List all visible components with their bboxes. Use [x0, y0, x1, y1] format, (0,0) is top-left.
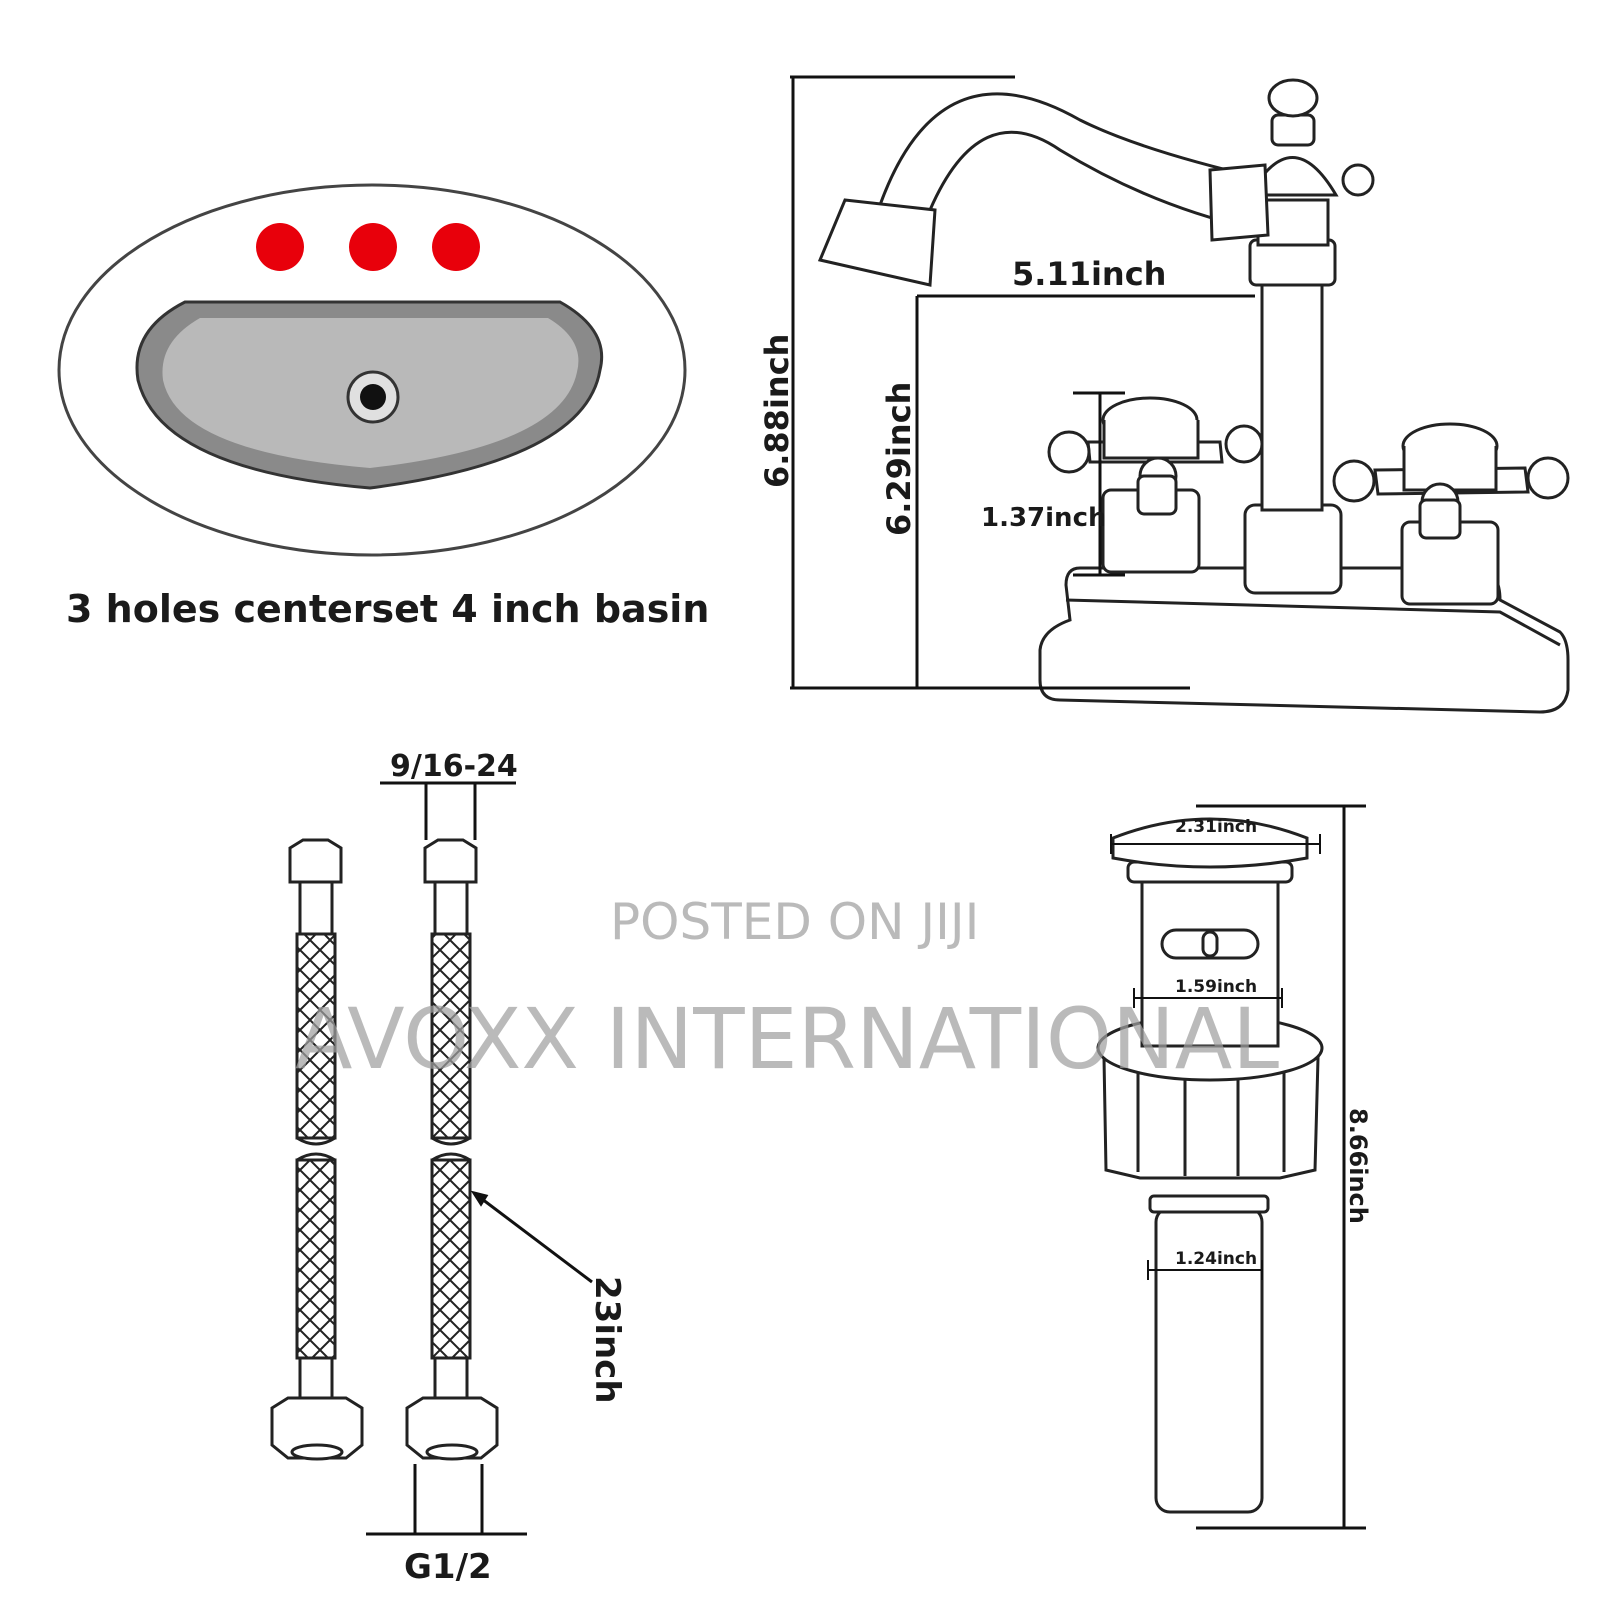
- faucet-hole-left: [256, 223, 304, 271]
- hoses-diagram: [270, 838, 499, 1461]
- spout-aerator: [817, 198, 937, 287]
- drain-tail-diameter-label: 1.24inch: [1175, 1249, 1257, 1269]
- drain-diagram: [1096, 817, 1324, 1514]
- faucet-dimensions: [790, 75, 1255, 690]
- drain-body: [1140, 878, 1280, 1048]
- faucet-hole-center: [349, 223, 397, 271]
- hose-length-label: 23inch: [587, 1276, 627, 1404]
- left-cross-handle: [1047, 396, 1264, 574]
- hose-left: [270, 838, 364, 1461]
- drain-total-height-label: 8.66inch: [1344, 1108, 1372, 1224]
- hose-top-thread-label: 9/16-24: [390, 749, 518, 784]
- hose-dimensions: [366, 781, 593, 1536]
- basin-caption: 3 holes centerset 4 inch basin: [66, 587, 709, 631]
- faucet-hole-right: [432, 223, 480, 271]
- faucet-spout-height-label: 6.29inch: [880, 382, 918, 536]
- hose-bottom-thread-label: G1/2: [404, 1547, 492, 1587]
- faucet-total-height-label: 6.88inch: [758, 334, 796, 488]
- drain-hole-icon: [346, 370, 400, 424]
- faucet-spout-reach-label: 5.11inch: [1012, 255, 1166, 293]
- drain-cap-diameter-label: 2.31inch: [1175, 817, 1257, 837]
- drain-dimensions: [1110, 804, 1366, 1530]
- drain-body-diameter-label: 1.59inch: [1175, 977, 1257, 997]
- right-cross-handle: [1332, 422, 1570, 606]
- faucet-spout: [877, 92, 1262, 230]
- faucet-handle-height-label: 1.37inch: [981, 503, 1107, 533]
- spout-collar: [1208, 163, 1270, 242]
- basin-diagram: 3 holes centerset 4 inch basin: [57, 183, 709, 631]
- faucet-column: [1243, 78, 1375, 595]
- hose-right: [405, 838, 499, 1461]
- faucet-diagram: [817, 78, 1570, 714]
